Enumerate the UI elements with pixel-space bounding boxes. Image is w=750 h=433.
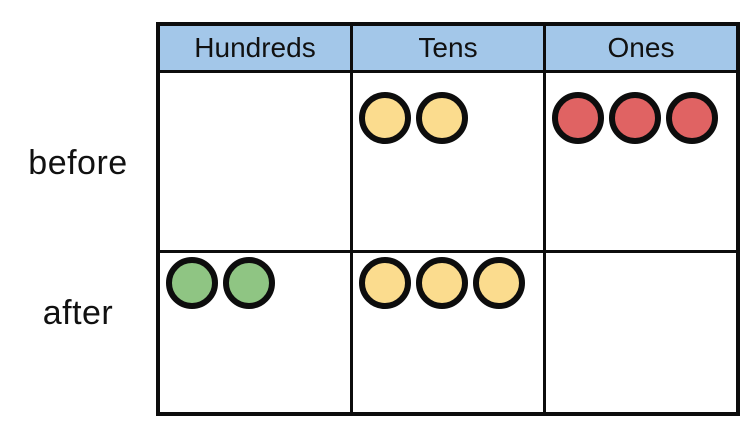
cell-after-tens xyxy=(350,250,546,416)
cell-before-hundreds xyxy=(156,70,353,253)
counter-yellow-icon xyxy=(359,257,411,309)
counter-green-icon xyxy=(166,257,218,309)
cell-before-ones xyxy=(543,70,740,253)
cell-before-tens xyxy=(350,70,546,253)
place-value-table: Hundreds Tens Ones xyxy=(156,22,740,416)
column-header-tens: Tens xyxy=(350,22,546,73)
cell-after-ones xyxy=(543,250,740,416)
counter-yellow-icon xyxy=(359,92,411,144)
row-label-before: before xyxy=(28,144,128,182)
counter-red-icon xyxy=(609,92,661,144)
column-header-hundreds: Hundreds xyxy=(156,22,353,73)
table-row-after xyxy=(156,250,740,416)
counter-red-icon xyxy=(552,92,604,144)
counter-yellow-icon xyxy=(473,257,525,309)
counter-red-icon xyxy=(666,92,718,144)
header-row: Hundreds Tens Ones xyxy=(156,22,740,73)
counter-yellow-icon xyxy=(416,92,468,144)
row-label-after: after xyxy=(42,294,114,332)
counter-yellow-icon xyxy=(416,257,468,309)
cell-after-hundreds xyxy=(156,250,353,416)
column-header-ones: Ones xyxy=(543,22,740,73)
table-row-before xyxy=(156,70,740,253)
counter-green-icon xyxy=(223,257,275,309)
